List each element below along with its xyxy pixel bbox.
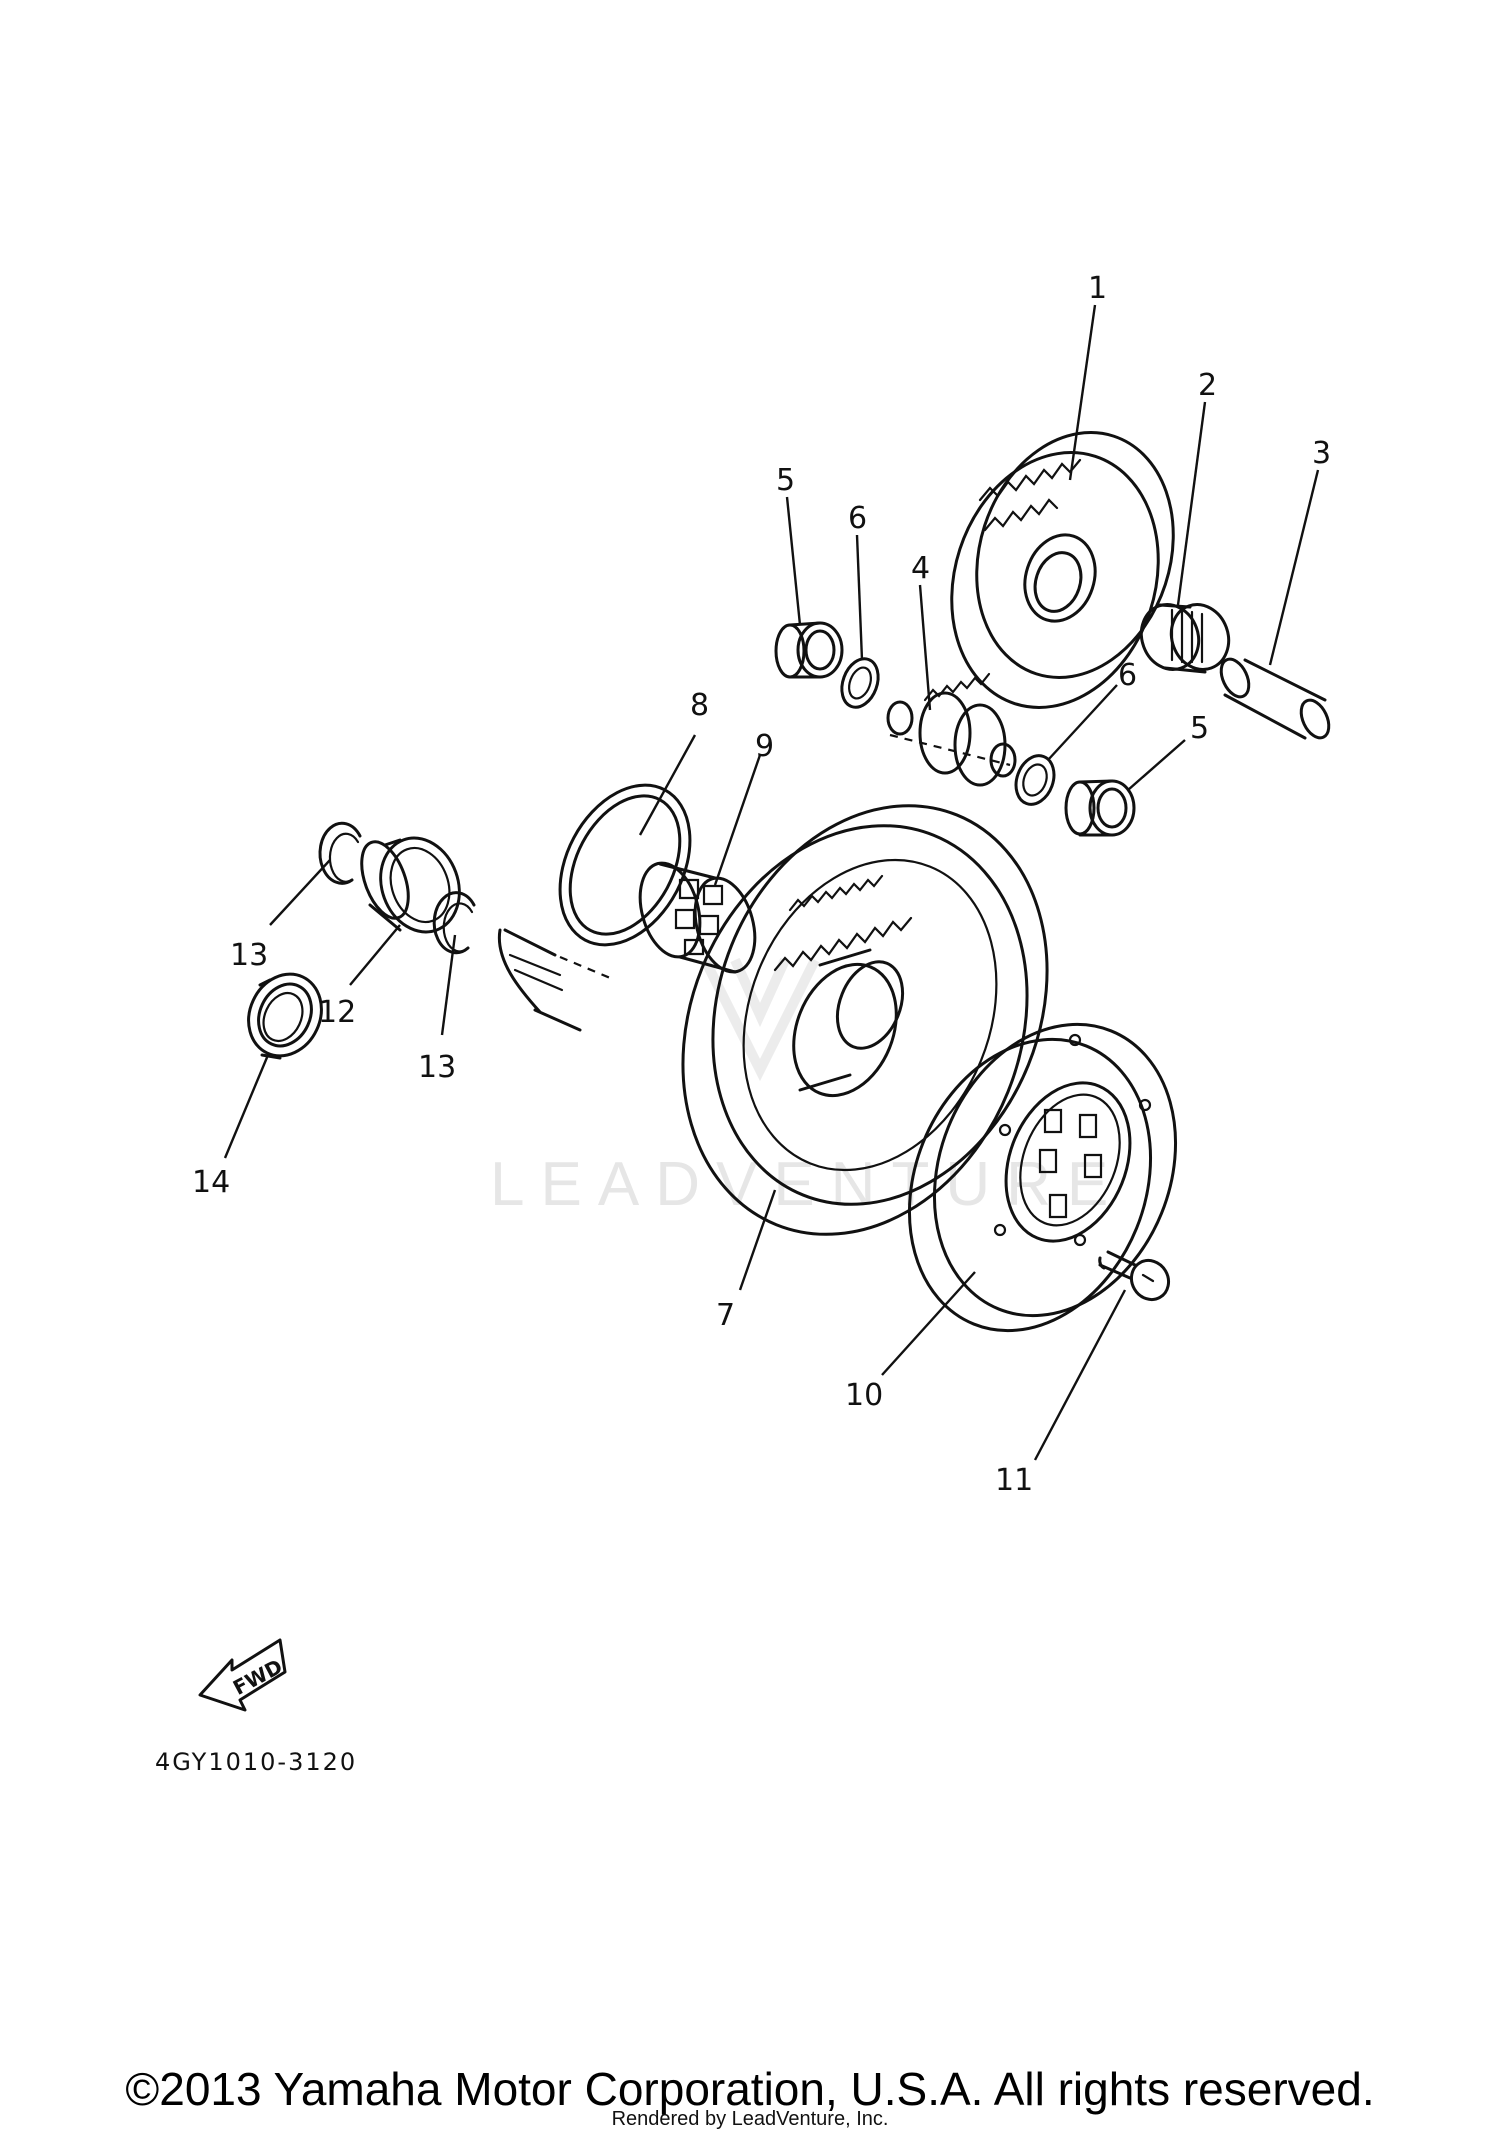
callout-1: 1	[1088, 271, 1107, 306]
part-14-oil-seal	[247, 972, 323, 1060]
part-11-bolt	[1098, 1250, 1171, 1302]
leader-lines	[223, 304, 1320, 1461]
callout-6-upper: 6	[848, 501, 867, 536]
callout-7: 7	[716, 1298, 735, 1333]
part-6-washer-upper	[840, 657, 880, 709]
diagram-code: 4GY1010-3120	[155, 1748, 357, 1776]
part-3-shaft	[1219, 657, 1331, 740]
part-5-bearing-upper	[774, 621, 844, 679]
callout-2: 2	[1198, 368, 1217, 403]
part-13-circlip-left	[318, 821, 362, 885]
callouts: 1 2 3 4 5 6 6 5 8 9 13 12 13 14 7 10 11	[192, 271, 1331, 1498]
part-6-washer-lower	[1014, 754, 1056, 806]
callout-9: 9	[755, 729, 774, 764]
callout-14: 14	[192, 1165, 230, 1200]
part-10-starter-clutch	[907, 1022, 1178, 1333]
crankshaft-end	[497, 928, 616, 1032]
part-9-needle-cage	[638, 861, 757, 974]
callout-5-lower: 5	[1190, 711, 1209, 746]
part-4-idler-gear	[886, 672, 1017, 787]
part-12-collar	[360, 836, 461, 934]
part-5-bearing-lower	[1064, 779, 1136, 837]
copyright-notice: ©2013 Yamaha Motor Corporation, U.S.A. A…	[125, 2063, 1375, 2115]
part-8-shim	[558, 783, 692, 947]
callout-13-right: 13	[418, 1050, 456, 1085]
callout-11: 11	[995, 1463, 1033, 1498]
rendered-by-notice: Rendered by LeadVenture, Inc.	[611, 2108, 889, 2130]
callout-5-upper: 5	[776, 463, 795, 498]
callout-13-left: 13	[230, 938, 268, 973]
fwd-label: FWD	[229, 1654, 286, 1700]
callout-8: 8	[690, 688, 709, 723]
part-2-needle-bearing	[1139, 603, 1231, 674]
callout-10: 10	[845, 1378, 883, 1413]
part-1-gear	[950, 431, 1175, 709]
fwd-arrow-icon: FWD	[198, 1638, 287, 1712]
callout-4: 4	[911, 551, 930, 586]
callout-6-lower: 6	[1118, 658, 1137, 693]
part-7-starter-wheel-gear	[681, 804, 1049, 1236]
callout-12: 12	[318, 995, 356, 1030]
callout-3: 3	[1312, 436, 1331, 471]
